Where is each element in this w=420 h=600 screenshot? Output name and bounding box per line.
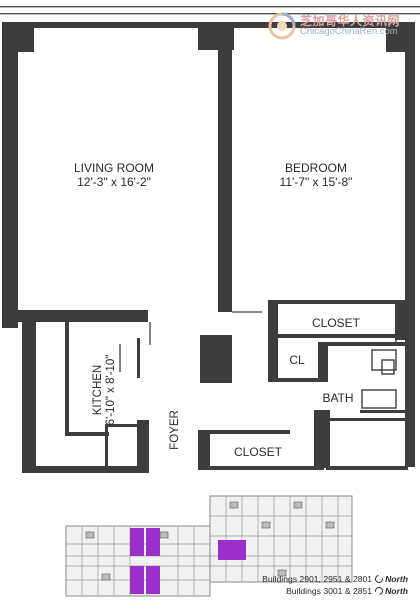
watermark: 芝加哥华人资讯网 ChicagoChinaRen.com [268,10,416,42]
door-lines [119,311,397,372]
north-arrow-icon [373,585,385,597]
closet-upper-label: CLOSET [312,316,361,330]
north-label: North [385,586,408,596]
watermark-chinese: 芝加哥华人资讯网 [300,13,401,28]
north-label: North [385,574,408,584]
cl-label: CL [289,353,305,367]
key-plan [65,495,353,597]
living-room-size: 12'-3" x 16'-2" [77,175,151,189]
top-rule [0,13,420,15]
building-label-2: Buildings 3001 & 2851 North [286,585,408,597]
highlighted-unit [130,528,246,594]
walls [2,22,415,473]
bath-fixtures [361,349,397,409]
living-room-label: LIVING ROOM [74,161,154,175]
building-label-1: Buildings 2901, 2951 & 2801 North [262,573,408,585]
bath-label: BATH [322,391,353,405]
kitchen-label: KITCHEN [92,365,104,415]
site-logo-icon [268,12,296,40]
building-list: Buildings 2901, 2951 & 2801 [262,574,373,584]
room-labels: LIVING ROOM 12'-3" x 16'-2" BEDROOM 11'-… [74,161,361,459]
foyer-label: FOYER [169,410,181,450]
top-rule [0,6,420,8]
kitchen-size: 6'-10" x 8'-10" [105,355,117,426]
bedroom-size: 11'-7" x 15'-8" [280,175,353,189]
bedroom-label: BEDROOM [285,161,347,175]
watermark-site: ChicagoChinaRen.com [300,26,398,38]
building-list: Buildings 3001 & 2851 [286,586,373,596]
closet-lower-label: CLOSET [234,445,283,459]
north-arrow-icon [373,573,385,585]
